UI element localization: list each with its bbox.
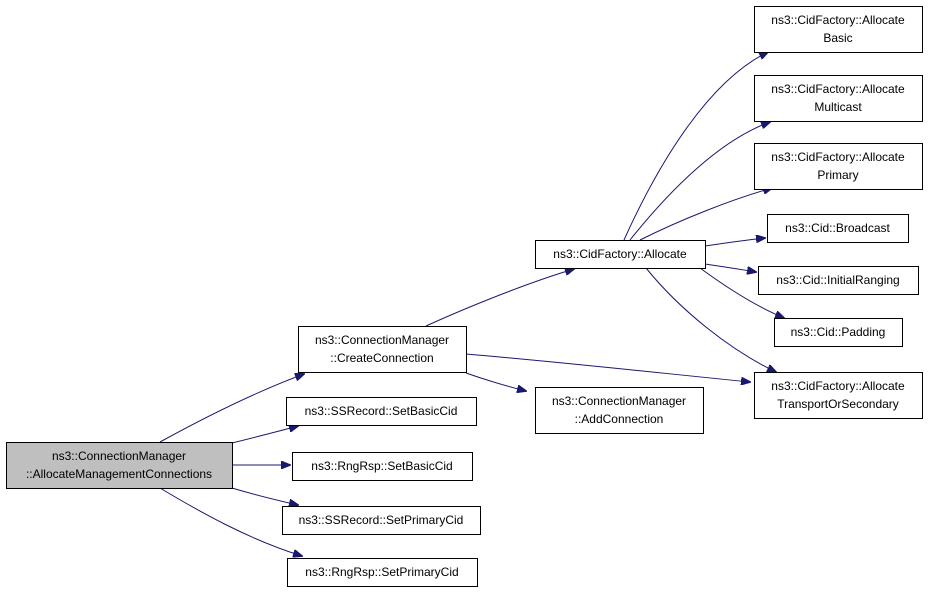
node-box — [754, 372, 923, 419]
node-box — [535, 387, 704, 434]
edge-allocate-management-to-rngrsp-setprimarycid — [159, 487, 302, 556]
node-cid-initialranging[interactable]: ns3::Cid::InitialRanging — [758, 266, 919, 295]
node-box — [774, 318, 903, 347]
node-cidfactory-allocate[interactable]: ns3::CidFactory::Allocate — [535, 240, 706, 269]
node-label: ns3::CidFactory::Allocate — [771, 82, 905, 96]
edge-cidfactory-allocate-to-allocate-multicast — [629, 122, 770, 241]
node-allocate-transport[interactable]: ns3::CidFactory::AllocateTransportOrSeco… — [754, 372, 923, 419]
node-label: ns3::Cid::Padding — [791, 325, 886, 339]
node-box — [754, 143, 923, 190]
edge-cidfactory-allocate-to-cid-padding — [699, 267, 784, 318]
edge-allocate-management-to-create-connection — [159, 374, 304, 443]
node-label: ns3::ConnectionManager — [315, 333, 449, 347]
edge-create-connection-to-allocate-transport — [465, 353, 750, 382]
edge-cidfactory-allocate-to-allocate-basic — [623, 52, 768, 241]
node-cid-broadcast[interactable]: ns3::Cid::Broadcast — [767, 214, 909, 243]
nodes-layer: ns3::ConnectionManager::AllocateManageme… — [6, 6, 923, 587]
node-box — [292, 452, 473, 481]
node-box — [286, 397, 477, 426]
node-box — [535, 240, 706, 269]
node-label: ns3::CidFactory::Allocate — [771, 13, 905, 27]
edge-cidfactory-allocate-to-cid-initialranging — [704, 263, 756, 272]
node-label: Basic — [823, 31, 852, 45]
node-label: ns3::SSRecord::SetPrimaryCid — [299, 513, 464, 527]
node-label: ns3::CidFactory::Allocate — [771, 150, 905, 164]
node-label: ns3::RngRsp::SetBasicCid — [311, 459, 452, 473]
node-label: Multicast — [814, 100, 862, 114]
node-box — [6, 442, 233, 489]
node-rngrsp-setprimarycid[interactable]: ns3::RngRsp::SetPrimaryCid — [287, 558, 478, 587]
edge-allocate-management-to-ssrecord-setbasiccid — [231, 426, 298, 444]
edge-create-connection-to-add-connection — [465, 372, 526, 391]
node-box — [758, 266, 919, 295]
node-box — [754, 6, 923, 53]
edge-cidfactory-allocate-to-cid-broadcast — [704, 238, 765, 247]
node-label: Primary — [817, 168, 858, 182]
edge-cidfactory-allocate-to-allocate-transport — [645, 267, 776, 372]
node-ssrecord-setbasiccid[interactable]: ns3::SSRecord::SetBasicCid — [286, 397, 477, 426]
node-allocate-management[interactable]: ns3::ConnectionManager::AllocateManageme… — [6, 442, 233, 489]
node-box — [298, 326, 467, 373]
edge-allocate-management-to-ssrecord-setprimarycid — [231, 487, 298, 505]
node-label: TransportOrSecondary — [777, 397, 899, 411]
node-label: ns3::ConnectionManager — [52, 449, 186, 463]
node-label: ns3::Cid::Broadcast — [785, 221, 890, 235]
node-label: ::CreateConnection — [330, 351, 433, 365]
node-add-connection[interactable]: ns3::ConnectionManager::AddConnection — [535, 387, 704, 434]
node-box — [282, 506, 481, 535]
node-ssrecord-setprimarycid[interactable]: ns3::SSRecord::SetPrimaryCid — [282, 506, 481, 535]
edge-create-connection-to-cidfactory-allocate — [425, 269, 574, 327]
node-label: ns3::SSRecord::SetBasicCid — [305, 404, 458, 418]
edges-layer — [159, 52, 784, 556]
node-rngrsp-setbasiccid[interactable]: ns3::RngRsp::SetBasicCid — [292, 452, 473, 481]
node-box — [754, 75, 923, 122]
node-cid-padding[interactable]: ns3::Cid::Padding — [774, 318, 903, 347]
node-label: ns3::Cid::InitialRanging — [776, 273, 899, 287]
edge-cidfactory-allocate-to-allocate-primary — [639, 188, 772, 241]
node-box — [767, 214, 909, 243]
node-label: ::AllocateManagementConnections — [26, 467, 212, 481]
node-box — [287, 558, 478, 587]
node-create-connection[interactable]: ns3::ConnectionManager::CreateConnection — [298, 326, 467, 373]
node-label: ns3::ConnectionManager — [552, 394, 686, 408]
node-label: ns3::CidFactory::Allocate — [553, 247, 687, 261]
node-label: ::AddConnection — [575, 412, 664, 426]
node-label: ns3::CidFactory::Allocate — [771, 379, 905, 393]
node-label: ns3::RngRsp::SetPrimaryCid — [305, 565, 458, 579]
